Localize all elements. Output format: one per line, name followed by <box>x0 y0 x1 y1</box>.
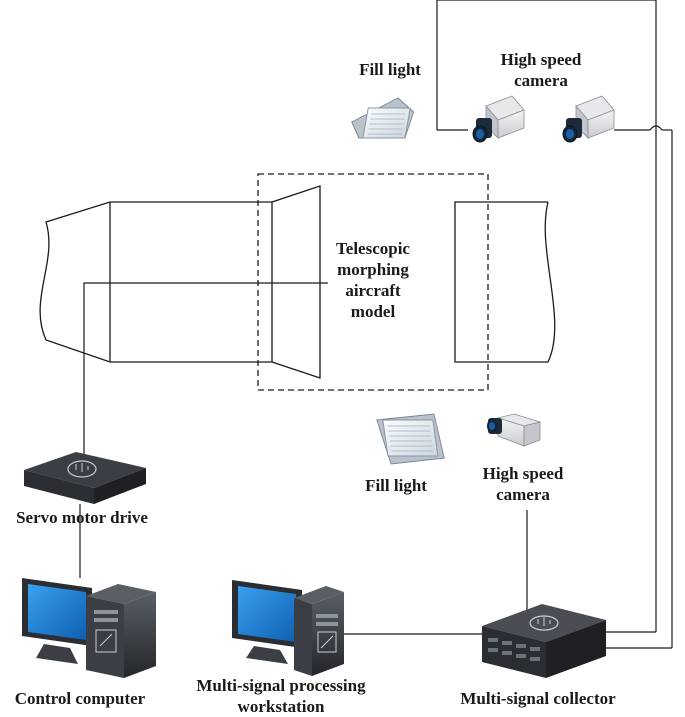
control-computer-label: Control computer <box>14 689 146 708</box>
high-speed-camera-top-label: High speed camera <box>500 50 582 90</box>
workstation-label: Multi-signal processing workstation <box>196 676 366 716</box>
line-hop <box>649 125 663 131</box>
connection-lines <box>79 0 673 649</box>
high-speed-camera-bottom-label: High speed camera <box>482 464 564 504</box>
servo-motor-drive-label: Servo motor drive <box>16 508 148 527</box>
telescopic-section <box>271 185 321 379</box>
fill-light-top-label: Fill light <box>359 60 421 79</box>
fill-light-icon <box>351 97 415 139</box>
model-dashed-box <box>257 173 489 391</box>
high-speed-camera-icon <box>562 95 615 143</box>
left-fuselage <box>39 201 273 363</box>
servo-motor-drive-icon <box>24 452 146 504</box>
high-speed-camera-icon <box>487 413 542 447</box>
high-speed-camera-icon <box>472 95 525 143</box>
multi-signal-collector-label: Multi-signal collector <box>460 689 616 708</box>
model-label: Telescopic morphing aircraft model <box>336 239 410 321</box>
fill-light-bottom-label: Fill light <box>365 476 427 495</box>
signal-collector-icon <box>482 604 606 678</box>
fill-light-icon <box>376 413 445 465</box>
servo-to-model <box>83 282 328 458</box>
desktop-computer-icon <box>232 580 344 676</box>
aircraft-model-outline <box>39 173 556 391</box>
desktop-computer-icon <box>22 578 156 678</box>
camera-enclosure-line <box>436 0 657 130</box>
right-fuselage <box>454 201 556 363</box>
